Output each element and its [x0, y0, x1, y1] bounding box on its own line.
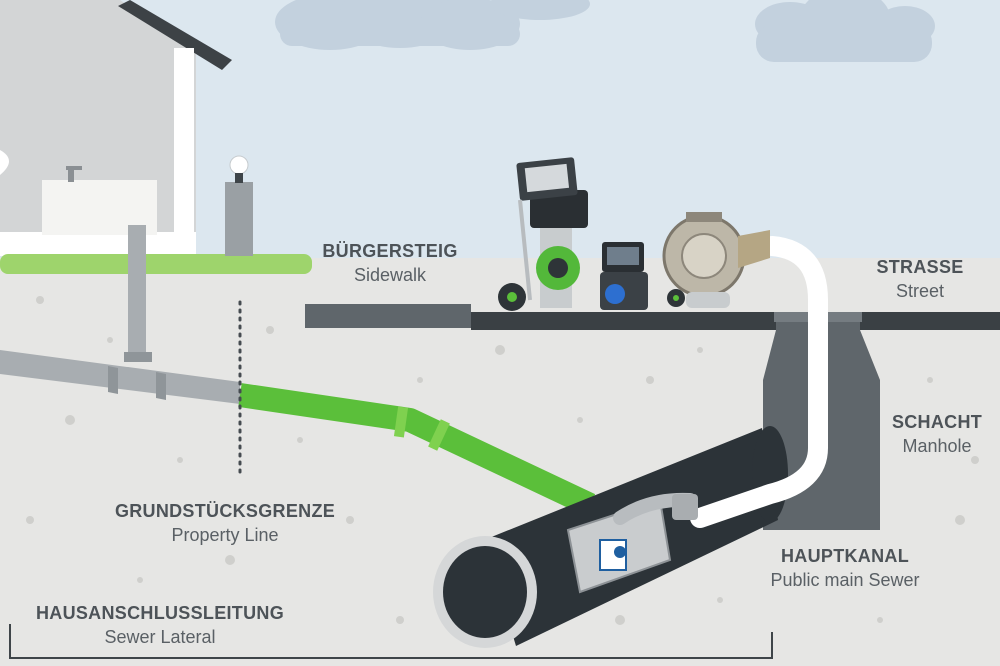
sidewalk-slab [305, 304, 471, 328]
manhole-title: SCHACHT [891, 412, 983, 432]
vent-pipe [225, 182, 253, 256]
monitor-case-icon [600, 242, 648, 310]
label-main-sewer: HAUPTKANAL Public main Sewer [740, 546, 950, 591]
main-sewer-subtitle: Public main Sewer [770, 570, 920, 590]
lateral-pipe-gray [0, 225, 240, 404]
cloud-icon [755, 0, 935, 62]
label-property-line: GRUNDSTÜCKSGRENZE Property Line [100, 501, 350, 546]
label-lateral: HAUSANSCHLUSSLEITUNG Sewer Lateral [10, 603, 310, 648]
street-subtitle: Street [895, 281, 945, 301]
property-line-subtitle: Property Line [171, 525, 279, 545]
main-sewer-title: HAUPTKANAL [781, 546, 909, 566]
lateral-title: HAUSANSCHLUSSLEITUNG [35, 603, 284, 623]
dimension-bracket [9, 624, 773, 659]
street-surface [471, 312, 1000, 330]
sidewalk-title: BÜRGERSTEIG [322, 241, 458, 261]
cloud-icon [275, 0, 590, 50]
push-camera-cart-icon [498, 157, 588, 311]
house-icon [0, 0, 232, 256]
lateral-pipe-green [238, 383, 596, 516]
cable-reel-icon [667, 289, 685, 307]
grass [0, 254, 312, 274]
label-street: STRASSE Street [860, 257, 980, 302]
crawler-launcher-icon [662, 212, 770, 308]
sidewalk-subtitle: Sidewalk [353, 265, 427, 285]
lateral-subtitle: Sewer Lateral [104, 627, 216, 647]
property-line-title: GRUNDSTÜCKSGRENZE [114, 501, 336, 521]
camera-crawler-icon [566, 492, 698, 594]
inspection-cable [690, 236, 828, 528]
label-sidewalk: BÜRGERSTEIG Sidewalk [300, 241, 480, 286]
lamp-icon [229, 155, 249, 175]
manhole-subtitle: Manhole [902, 436, 972, 456]
street-title: STRASSE [876, 257, 964, 277]
label-manhole: SCHACHT Manhole [872, 412, 1000, 457]
